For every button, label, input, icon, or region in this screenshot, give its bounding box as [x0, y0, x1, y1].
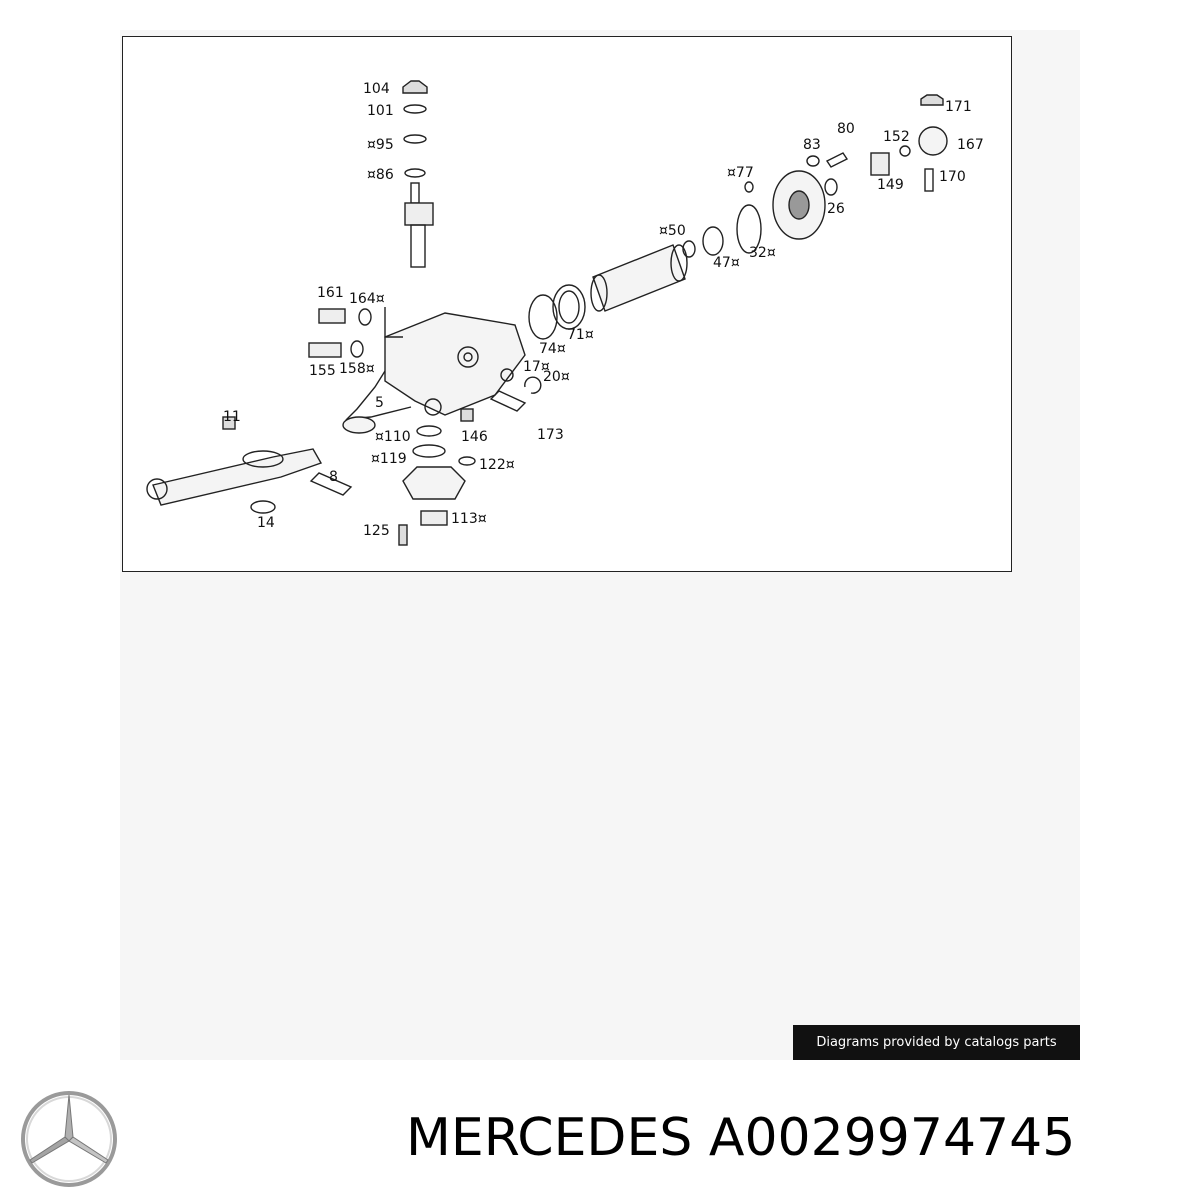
part-label: ¤86: [367, 167, 394, 183]
part-label: 146: [461, 429, 488, 445]
part-label: 17¤: [523, 359, 550, 375]
part-label: 155: [309, 363, 336, 379]
part-label: 5: [375, 395, 384, 411]
exploded-view-drawing: 104 101 ¤95 ¤86 161 164¤ 155 158¤ 5 11 8…: [146, 80, 984, 546]
part-label: 173: [537, 427, 564, 443]
parts-diagram: 104 101 ¤95 ¤86 161 164¤ 155 158¤ 5 11 8…: [122, 36, 1012, 572]
part-label: 164¤: [349, 291, 385, 307]
part-label: ¤77: [727, 165, 754, 181]
part-label: ¤50: [659, 223, 686, 239]
part-label: 167: [957, 137, 984, 153]
part-label: ¤95: [367, 137, 394, 153]
part-label: ¤119: [371, 451, 407, 467]
brand-name: MERCEDES: [406, 1108, 693, 1168]
diagram-credit-badge: Diagrams provided by catalogs parts: [793, 1025, 1080, 1060]
part-label: 149: [877, 177, 904, 193]
part-label: 14: [257, 515, 275, 531]
part-label: 113¤: [451, 511, 487, 527]
part-label: 83: [803, 137, 821, 153]
part-label: 158¤: [339, 361, 375, 377]
part-label: 74¤: [539, 341, 566, 357]
part-label: 122¤: [479, 457, 515, 473]
mercedes-star-logo-icon: [21, 1091, 117, 1187]
part-label: 101: [367, 103, 394, 119]
part-label: 125: [363, 523, 390, 539]
part-label: ¤110: [375, 429, 411, 445]
part-label: 47¤: [713, 255, 740, 271]
part-number: A0029974745: [708, 1108, 1076, 1168]
part-label: 80: [837, 121, 855, 137]
part-label: 152: [883, 129, 910, 145]
part-title: MERCEDES A0029974745: [406, 1108, 1075, 1168]
part-label: 32¤: [749, 245, 776, 261]
part-label: 104: [363, 81, 390, 97]
part-label: 71¤: [567, 327, 594, 343]
part-label: 26: [827, 201, 845, 217]
part-label: 11: [223, 409, 241, 425]
part-label: 171: [945, 99, 972, 115]
part-label: 8: [329, 469, 338, 485]
part-label: 20¤: [543, 369, 570, 385]
part-label: 170: [939, 169, 966, 185]
part-label: 161: [317, 285, 344, 301]
